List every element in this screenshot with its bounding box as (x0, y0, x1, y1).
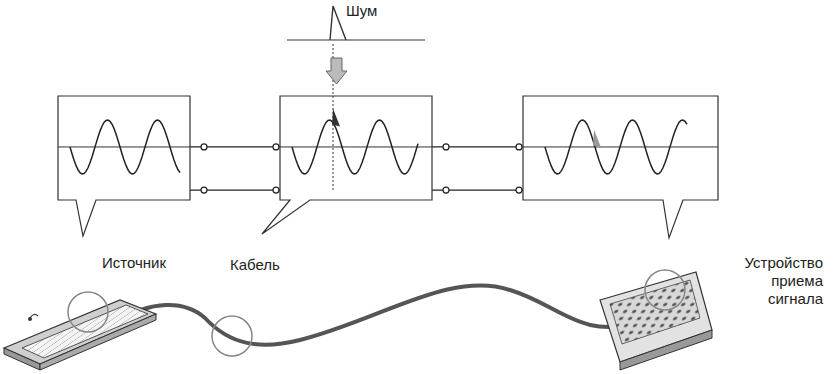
wire (432, 187, 523, 193)
part-label: Устройство приема сигнала (715, 254, 823, 308)
focus-circle (212, 316, 252, 356)
terminal (273, 187, 279, 193)
terminal (443, 187, 449, 193)
callout-panel: Кабель (280, 96, 432, 200)
mixer (600, 272, 712, 370)
signal-wave (70, 120, 180, 174)
axis (280, 146, 432, 147)
focus-circle (645, 270, 685, 310)
callout-panel: Источник (58, 96, 190, 200)
terminal (516, 144, 522, 150)
callout-outline (523, 96, 718, 200)
wire (432, 144, 523, 150)
callout-panel: Устройство приема сигнала (523, 96, 718, 200)
focus-circle (68, 292, 108, 332)
noise-spike (593, 130, 601, 148)
callout-outline (58, 96, 190, 236)
terminal (273, 144, 279, 150)
callout-outline (280, 96, 432, 200)
signal-wave (292, 120, 418, 174)
noise-label: Шум (346, 2, 377, 20)
part-label: Источник (102, 254, 166, 272)
signal-wave (545, 120, 687, 174)
terminal (201, 144, 207, 150)
terminal (201, 187, 207, 193)
callout-outline (262, 96, 432, 234)
terminal (516, 187, 522, 193)
callout-outline (58, 96, 190, 200)
part-label: Кабель (230, 256, 280, 274)
wire (190, 144, 280, 150)
cable (118, 285, 640, 344)
terminal (443, 144, 449, 150)
keyboard (4, 300, 156, 370)
wire (190, 187, 280, 193)
noise-pulse (287, 6, 425, 96)
noise-marker (333, 96, 334, 190)
callout-outline (523, 96, 718, 238)
